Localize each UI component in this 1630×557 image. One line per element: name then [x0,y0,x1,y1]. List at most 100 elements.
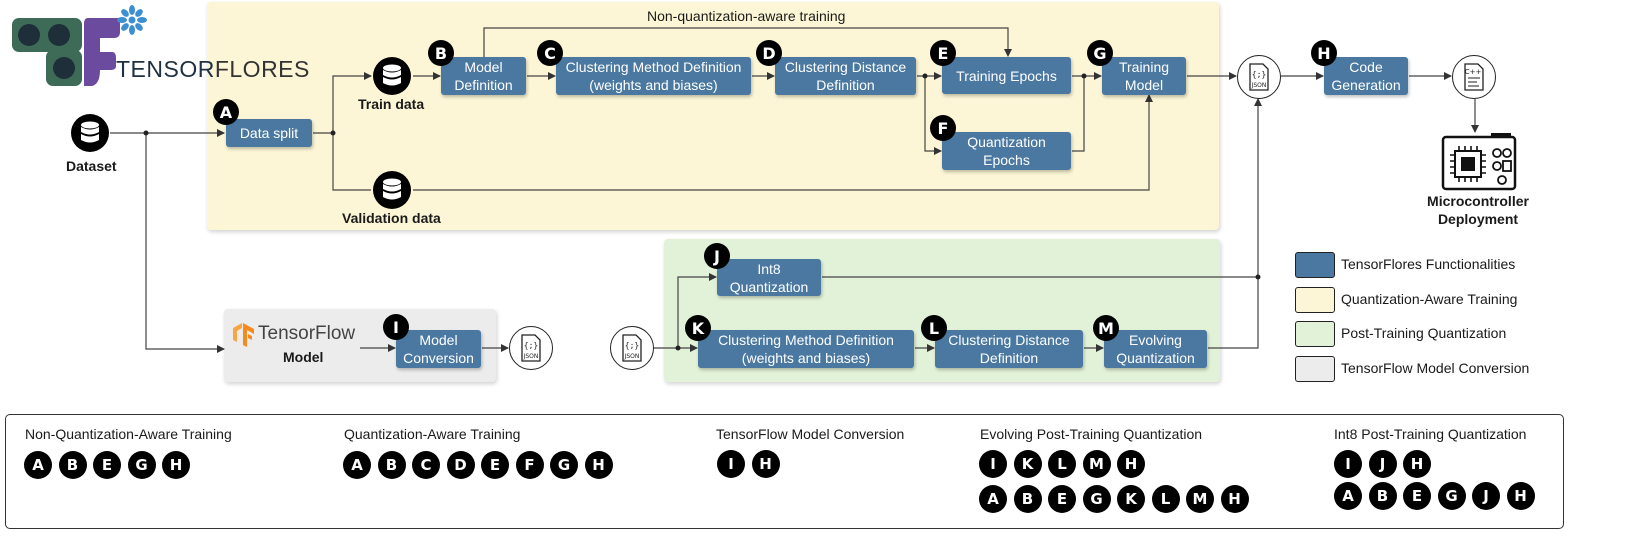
legend-label: TensorFlow Model Conversion [1341,360,1530,376]
step-badge-k: K [685,315,711,341]
tensorflow-logo [232,322,256,353]
svg-text:{;}: {;} [625,341,639,350]
step-badge-a: A [213,99,239,125]
logo-text-light: FLORES [214,56,310,82]
svg-text:JSON: JSON [624,353,640,360]
dataset-label: Dataset [66,158,117,174]
summary-badge-i: I [979,450,1007,478]
summary-badge-g: G [127,451,156,479]
summary-badge-h: H [751,450,780,478]
step-badge-c: C [537,40,563,66]
step-badge-b: B [428,40,454,66]
svg-text:C++: C++ [1465,68,1482,76]
train-data-label: Train data [358,96,425,112]
svg-text:{;}: {;} [524,341,538,350]
summary-badge-j: J [1472,482,1500,510]
train-data-icon [373,57,411,95]
summary-badge-l: L [1151,485,1180,513]
legend-swatch-qat [1295,287,1335,313]
step-badge-g: G [1087,40,1113,66]
summary-badge-e: E [1403,482,1431,510]
step-badge-m: M [1093,315,1119,341]
database-icon [71,114,109,152]
tensorflow-model-label: Model [283,349,324,365]
summary-badge-e: E [481,451,509,479]
summary-badge-i: I [1334,450,1362,478]
summary-badge-k: K [1117,485,1145,513]
code-generation-box: Code Generation [1324,57,1408,95]
legend-label: Post-Training Quantization [1341,325,1507,341]
training-epochs-box: Training Epochs [942,57,1071,94]
ptq-clustering-method-box: Clustering Method Definition (weights an… [698,330,914,368]
summary-badge-g: G [1437,482,1466,510]
json-file-icon: {;} JSON [1237,55,1281,99]
svg-text:JSON: JSON [523,353,539,360]
summary-title: Quantization-Aware Training [344,426,521,442]
microcontroller-label: Microcontroller Deployment [1427,193,1529,227]
summary-badge-m: M [1186,485,1214,513]
svg-text:JSON: JSON [1251,82,1267,89]
summary-badge-b: B [58,451,87,479]
non-qat-label: Non-quantization-aware training [647,8,846,24]
summary-title: Evolving Post-Training Quantization [980,426,1203,442]
int8-quantization-box: Int8 Quantization [717,259,821,296]
legend-swatch-ptq [1295,321,1335,347]
cpp-file-icon: C++ [1452,55,1496,99]
evolving-quantization-box: Evolving Quantization [1104,330,1207,368]
model-conversion-box: Model Conversion [396,330,481,368]
summary-panel [5,414,1564,529]
summary-badge-i: I [717,450,745,478]
data-split-box: Data split [226,119,312,147]
summary-badge-h: H [584,451,613,479]
summary-badge-b: B [1368,482,1397,510]
summary-badge-c: C [412,451,440,479]
summary-badge-a: A [343,451,371,479]
legend-label: Quantization-Aware Training [1341,291,1518,307]
summary-badge-g: G [1082,485,1111,513]
summary-title: TensorFlow Model Conversion [716,426,905,442]
summary-badge-l: L [1048,450,1076,478]
summary-badge-e: E [93,451,121,479]
summary-badge-h: H [1117,450,1145,478]
clustering-distance-box: Clustering Distance Definition [775,57,916,95]
tensorflow-name: TensorFlow [258,323,356,344]
legend-label: TensorFlores Functionalities [1341,256,1516,272]
step-badge-i: I [383,314,409,340]
summary-badge-b: B [377,451,406,479]
summary-badge-h: H [1220,485,1249,513]
step-badge-j: J [704,243,730,269]
validation-data-icon [373,171,411,209]
summary-badge-a: A [1334,482,1362,510]
validation-data-label: Validation data [342,210,441,226]
tensorflores-logo: TENSORFLORES [8,4,309,90]
json-file-icon: {;} JSON [610,326,654,370]
summary-badge-h: H [1506,482,1535,510]
summary-title: Non-Quantization-Aware Training [25,426,232,442]
summary-title: Int8 Post-Training Quantization [1334,426,1527,442]
summary-badge-e: E [1048,485,1076,513]
ptq-clustering-distance-box: Clustering Distance Definition [935,330,1083,368]
summary-badge-a: A [979,485,1007,513]
summary-badge-b: B [1013,485,1042,513]
microcontroller-icon [1441,133,1517,196]
legend-swatch-functionalities [1295,252,1335,278]
svg-text:{;}: {;} [1252,70,1266,79]
summary-badge-f: F [515,451,544,479]
step-badge-f: F [930,115,956,141]
quantization-epochs-box: Quantization Epochs [942,132,1071,170]
legend-swatch-conversion [1295,356,1335,382]
summary-badge-g: G [550,451,578,479]
summary-badge-h: H [162,451,190,479]
logo-text-dark: TENSOR [116,56,215,82]
summary-badge-j: J [1368,450,1397,478]
clustering-method-box: Clustering Method Definition (weights an… [556,57,751,95]
step-badge-e: E [930,40,956,66]
summary-badge-h: H [1403,450,1431,478]
json-file-icon: {;} JSON [509,326,553,370]
summary-badge-m: M [1082,450,1111,478]
step-badge-d: D [756,40,782,66]
model-definition-box: Model Definition [441,57,526,95]
training-model-box: Training Model [1102,57,1186,95]
step-badge-h: H [1311,40,1337,66]
